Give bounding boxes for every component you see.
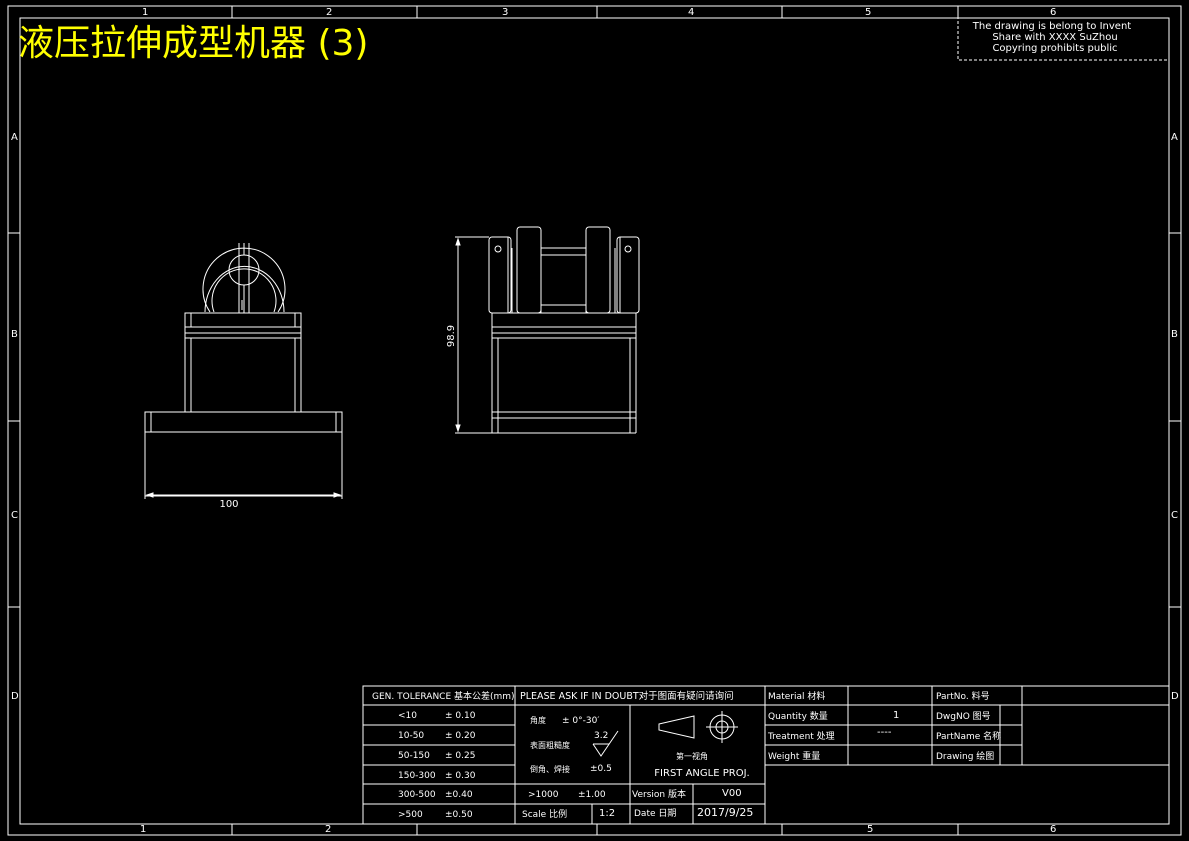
front-ring-inner — [211, 268, 277, 313]
zone-labels-bottom: 1 2 5 6 — [140, 824, 1056, 835]
tol-range-1: 10-50 — [398, 731, 424, 741]
tol-range-5: >500 — [398, 810, 423, 820]
outer-border — [7, 5, 1182, 836]
tolerance-header: GEN. TOLERANCE 基本公差(mm) — [372, 690, 515, 702]
partname-label: PartName 名称 — [936, 730, 1001, 742]
date-value: 2017/9/25 — [697, 806, 753, 819]
angle-value: ± 0°-30′ — [562, 716, 599, 726]
zone-col-5-top: 5 — [865, 7, 871, 18]
tol-value-3: ± 0.30 — [445, 771, 476, 781]
side-roller-left — [516, 226, 542, 314]
projection-symbol-icon — [658, 711, 738, 743]
date-label: Date 日期 — [634, 808, 676, 819]
drawing-title: 液压拉伸成型机器 (3) — [18, 23, 368, 64]
side-roller-right — [585, 226, 611, 314]
tol-value-0: ± 0.10 — [445, 711, 476, 721]
zone-col-3-top: 3 — [502, 7, 508, 18]
zone-col-2-top: 2 — [326, 7, 332, 18]
tol-value-1: ± 0.20 — [445, 731, 476, 741]
zone-col-6-bottom: 6 — [1050, 824, 1056, 835]
projection-en: FIRST ANGLE PROJ. — [654, 768, 749, 779]
zone-col-1-top: 1 — [142, 7, 148, 18]
partno-label: PartNo. 料号 — [936, 690, 990, 702]
tol-value-5: ±0.50 — [445, 810, 473, 820]
dim-height-label: 98.9 — [446, 325, 457, 347]
front-view — [144, 243, 343, 499]
front-bore-circle — [228, 254, 260, 286]
weld-value: ±0.5 — [590, 764, 612, 774]
weight-label: Weight 重量 — [768, 750, 820, 762]
projection-cn: 第一视角 — [676, 751, 708, 761]
material-label: Material 材料 — [768, 690, 825, 702]
weld-label: 倒角、焊接 — [530, 764, 570, 774]
front-ring-outer-2 — [204, 265, 285, 313]
zone-labels-side: A B C D A B C D — [11, 132, 1179, 702]
version-label: Version 版本 — [632, 788, 686, 800]
quantity-label: Quantity 数量 — [768, 710, 828, 722]
zone-col-6-top: 6 — [1050, 7, 1056, 18]
zone-ticks — [8, 6, 1181, 835]
tol-value-2: ± 0.25 — [445, 751, 475, 761]
tol-range-4: 300-500 — [398, 790, 436, 800]
drawing-label: Drawing 绘图 — [936, 750, 994, 762]
dim-width-label: 100 — [219, 499, 238, 510]
zone-col-2-bottom: 2 — [325, 824, 331, 835]
ask-note: PLEASE ASK IF IN DOUBT对于图面有疑问请询问 — [520, 690, 734, 702]
surface-value: 3.2 — [594, 731, 608, 741]
zone-row-a-right: A — [1171, 132, 1178, 143]
over1000-label: >1000 — [528, 790, 559, 800]
quantity-value: 1 — [893, 710, 899, 721]
notice-line-1: The drawing is belong to Invent — [972, 21, 1132, 32]
zone-labels-top: 1 2 3 4 5 6 — [142, 7, 1056, 18]
zone-col-4-top: 4 — [688, 7, 694, 18]
scale-value: 1:2 — [599, 808, 615, 819]
notice-box — [957, 17, 1170, 61]
zone-row-c-right: C — [1171, 510, 1178, 521]
title-block-grid — [362, 685, 1170, 825]
side-view — [455, 226, 640, 434]
tol-value-4: ±0.40 — [445, 790, 473, 800]
zone-row-a-left: A — [11, 132, 18, 143]
side-shaft — [540, 247, 587, 314]
zone-row-b-left: B — [11, 329, 18, 340]
treatment-label: Treatment 处理 — [767, 730, 835, 742]
surface-label: 表面粗糙度 — [530, 740, 570, 750]
version-value: V00 — [722, 788, 742, 799]
dwgno-label: DwgNO 图号 — [936, 711, 991, 722]
scale-label: Scale 比例 — [522, 808, 567, 820]
notice-line-2: Share with XXXX SuZhou — [992, 32, 1117, 43]
treatment-value: ---- — [877, 727, 892, 738]
inner-border — [19, 17, 1170, 825]
tol-range-0: <10 — [398, 711, 417, 721]
tol-range-2: 50-150 — [398, 751, 430, 761]
tolerance-rows: <10 ± 0.10 10-50 ± 0.20 50-150 ± 0.25 15… — [398, 711, 476, 820]
zone-row-b-right: B — [1171, 329, 1178, 340]
zone-col-1-bottom: 1 — [140, 824, 146, 835]
tol-range-3: 150-300 — [398, 771, 436, 781]
zone-row-d-left: D — [11, 691, 19, 702]
over1000-value: ±1.00 — [578, 790, 606, 800]
zone-col-5-bottom: 5 — [867, 824, 873, 835]
zone-row-d-right: D — [1171, 691, 1179, 702]
surface-finish-icon — [592, 730, 619, 757]
notice-line-3: Copyring prohibits public — [992, 43, 1117, 54]
angle-label: 角度 — [530, 715, 546, 725]
zone-row-c-left: C — [11, 510, 18, 521]
